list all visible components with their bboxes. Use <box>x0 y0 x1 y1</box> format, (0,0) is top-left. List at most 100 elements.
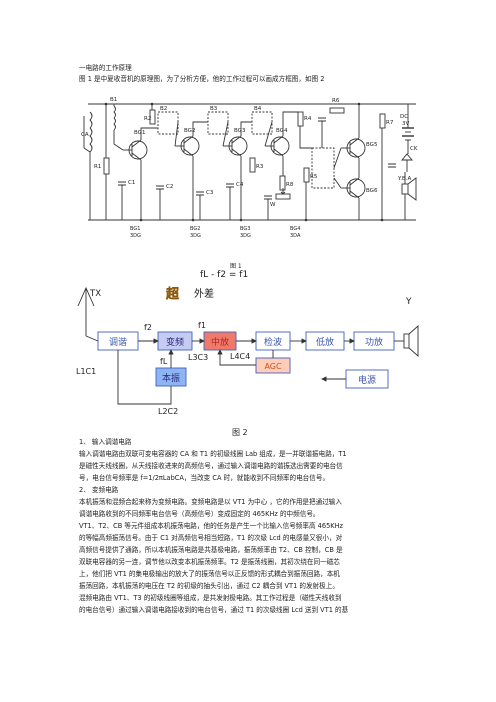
transformer-out <box>311 147 335 189</box>
label-r6: R6 <box>332 98 340 104</box>
label-3da: 3DA <box>290 233 301 239</box>
block-power: 功放 <box>365 336 383 348</box>
label-3v: 3V <box>402 121 409 127</box>
label-ca: CA <box>81 132 89 138</box>
label-bg3: BG3 <box>234 128 246 134</box>
label-b2: B2 <box>160 106 167 112</box>
section2-line: 上，他们把 VT1 的集电极输出的放大了的振荡信号以正反馈的形式耦合到振荡回路，… <box>79 570 340 578</box>
section2-line: 双联电容器的另一连，调节他以改变本机振荡频率。T2 是振荡线圈，其初次绕在同一磁… <box>79 558 340 566</box>
label-bg6: BG6 <box>366 188 378 194</box>
label-dc: DC <box>400 114 408 120</box>
transformer-b3 <box>207 111 229 135</box>
heterodyne-label: 外差 <box>194 287 214 300</box>
block-osc: 本振 <box>162 372 180 384</box>
capacitor-c6 <box>318 117 326 122</box>
transistor-bg5 <box>341 137 366 159</box>
block-mix: 变频 <box>166 336 184 348</box>
label-bg2-bottom: BG2 <box>190 226 200 232</box>
transistor-bg3 <box>223 135 248 157</box>
block-supply: 电源 <box>358 374 376 386</box>
label-c3: C3 <box>206 190 214 196</box>
speaker-icon <box>403 324 419 358</box>
transformer-b2 <box>157 111 179 135</box>
label-r4: R4 <box>304 116 312 122</box>
section1-line: 输入调谐电路由双联可变电容器的 CA 和 T1 的初级线圈 Lab 组成，是一并… <box>79 450 347 458</box>
lc-l3c3: L3C3 <box>188 353 208 362</box>
section2-line: 的等幅高频振荡信号。由于 C1 对高频信号相当短路，T1 的次级 Lcd 的电感… <box>79 534 343 542</box>
capacitor-c5 <box>264 195 272 200</box>
resistor-r4 <box>297 111 304 127</box>
battery-icon <box>402 104 414 152</box>
label-bg5: BG5 <box>366 142 378 148</box>
block-lowamp: 低放 <box>316 336 334 348</box>
section1-line: 号，电台信号频率是 f=1/2πLabCA，当改变 CA 时，就能收到不同频率的… <box>79 474 330 482</box>
y-label: Y <box>405 297 412 307</box>
block-agc: AGC <box>264 362 282 371</box>
label-bg4-bottom: BG4 <box>290 226 300 232</box>
block-detect: 检波 <box>264 336 282 348</box>
label-bg2: BG2 <box>184 128 195 134</box>
resistor-r5 <box>303 167 310 183</box>
transistor-bg4 <box>265 135 290 157</box>
capacitor-c3 <box>196 191 204 196</box>
section2-line: 本机振荡和混频合起来称为变频电路。变频电路是以 VT1 为中心 ，它的作用是把通… <box>79 498 342 506</box>
section2-line: VT1、T2、CB 等元件组成本机振荡电路，他的任务是产生一个比输入信号频率高 … <box>79 522 344 530</box>
potentiometer-w <box>275 188 291 200</box>
block-if: 中放 <box>211 336 229 348</box>
resistor-r2 <box>149 109 156 125</box>
resistor-r6 <box>329 107 345 114</box>
super-char: 超 <box>166 286 180 302</box>
label-b1: B1 <box>110 97 117 103</box>
label-b4: B4 <box>254 106 262 112</box>
label-b3: B3 <box>210 106 218 112</box>
label-r3: R3 <box>256 164 264 170</box>
resistor-r7 <box>379 113 386 129</box>
capacitor-c2 <box>156 185 164 190</box>
antenna-icon <box>77 286 95 336</box>
figure1-caption: 图 1 <box>230 263 242 270</box>
label-3dg-3: 3DG <box>240 233 251 239</box>
lc-l4c4: L4C4 <box>230 352 250 361</box>
capacitor-c7 <box>388 163 396 168</box>
transistor-bg1 <box>123 139 148 161</box>
schematic-figure: CA B1 BG1 BG2 BG3 BG4 BG5 BG6 B2 B3 B4 C… <box>81 97 418 239</box>
intro-text: 图 1 是中夏收音机的原理图，为了分析方便，他的工作过程可以画成方框图，如图 2 <box>79 75 325 83</box>
tx-label: TX <box>89 289 101 299</box>
section1-title: 1、 输入调谐电路 <box>79 438 132 446</box>
section2-line: 振荡回路，本机振荡的电压在 T2 的初级的抽头引出，通过 C2 耦合到 VT1 … <box>79 582 339 590</box>
resistor-r8 <box>279 175 286 191</box>
formula: fL - f2 = f1 <box>200 270 248 280</box>
label-3dg-1: 3DG <box>130 233 141 239</box>
section2-title: 2、 变频电路 <box>79 486 119 494</box>
block-tune: 调谐 <box>109 337 127 348</box>
label-bg1-bottom: BG1 <box>130 226 140 232</box>
label-c1: C1 <box>128 180 135 186</box>
lc-l2c2: L2C2 <box>158 407 178 416</box>
label-r8: R8 <box>286 182 294 188</box>
capacitor-c4 <box>226 183 234 188</box>
label-3dg-2: 3DG <box>190 233 201 239</box>
antenna-coil <box>83 111 93 220</box>
label-bg4: BG4 <box>276 128 288 134</box>
section2-line: 高频信号提供了通路，所以本机振荡电路是共基极电路，振荡频率由 T2、CB 控制，… <box>79 546 343 554</box>
coil-b1 <box>113 104 116 131</box>
resistor-r3 <box>249 157 256 173</box>
label-r7: R7 <box>386 120 394 126</box>
section2-line: 混频电路由 VT1、T3 的初级线圈等组成，是共发射极电路。其工作过程是（磁性天… <box>79 594 342 602</box>
speaker-icon <box>401 172 417 220</box>
label-r2: R2 <box>144 116 151 122</box>
section2-line: 的电台信号）通过输入调谐电路接收到的电台信号，通过 T1 的次级线圈 Lcd 送… <box>79 606 349 614</box>
resistor-r1 <box>103 157 110 175</box>
signal-fl: fL <box>160 357 168 366</box>
label-r1: R1 <box>94 164 101 170</box>
label-bg3-bottom: BG3 <box>240 226 250 232</box>
lc-l1c1: L1C1 <box>76 367 96 376</box>
label-yba: Y.B.A <box>397 176 412 182</box>
figure2-caption: 图 2 <box>232 428 248 437</box>
transistor-bg2 <box>175 135 200 157</box>
block-diagram-figure: fL - f2 = f1 TX 超 外差 Y 调谐 变频 中放 检波 低放 功放… <box>76 270 419 416</box>
label-c2: C2 <box>166 184 173 190</box>
earphone-jack-icon <box>401 152 413 172</box>
label-w: W <box>270 202 276 208</box>
section1-line: 是磁性天线线圈，从天线接收进来的高频信号，通过输入调谐电路的谐振选出需要的电台信 <box>79 462 343 470</box>
